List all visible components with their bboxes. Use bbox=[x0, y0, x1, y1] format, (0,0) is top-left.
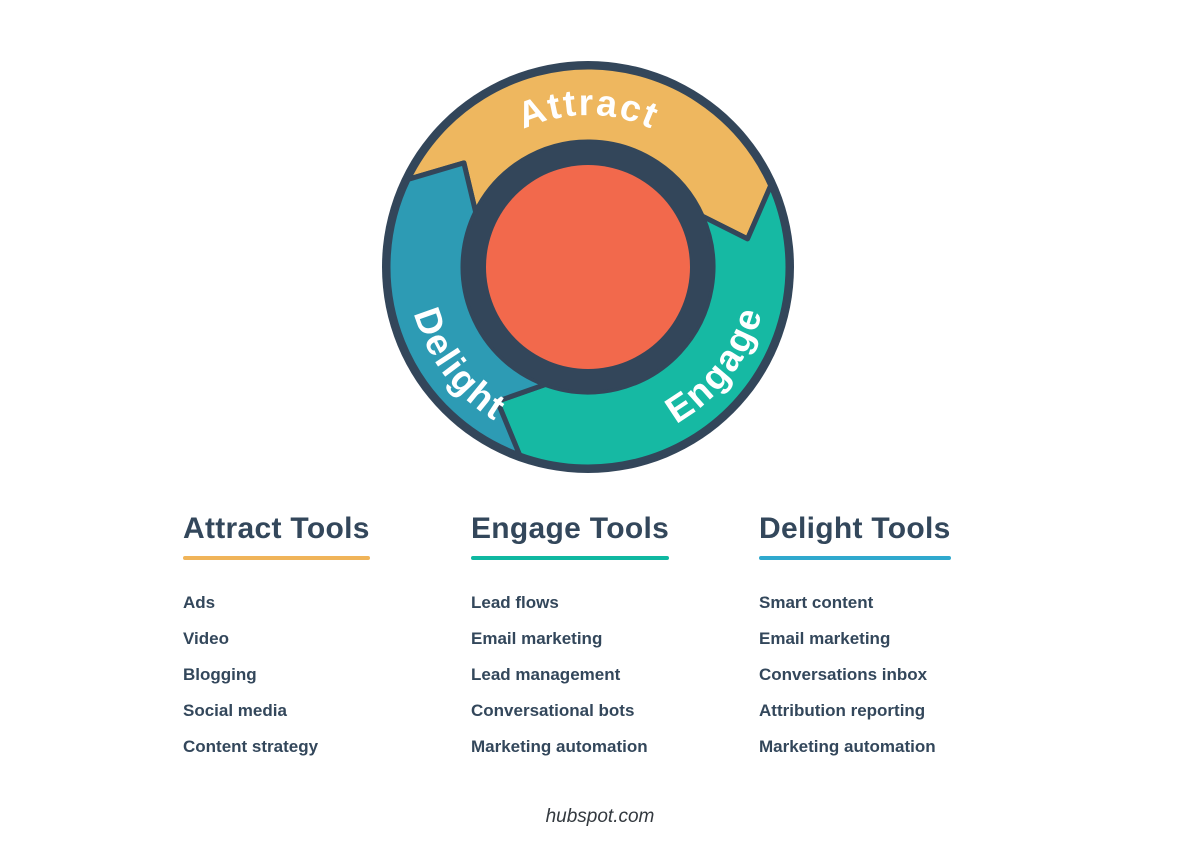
column-title: Engage Tools bbox=[471, 512, 670, 545]
tool-item: Lead flows bbox=[471, 593, 559, 612]
segment-attract bbox=[405, 64, 774, 242]
column-title: Attract Tools bbox=[183, 512, 370, 545]
column-underline bbox=[183, 556, 370, 560]
engage-tools-list: Lead flows Email marketing Lead manageme… bbox=[471, 593, 719, 757]
tools-columns: Attract Tools Ads Video Blogging Social … bbox=[183, 512, 1007, 773]
tool-item: Social media bbox=[183, 701, 287, 720]
tool-item: Email marketing bbox=[471, 629, 603, 648]
delight-tools-column: Delight Tools Smart content Email market… bbox=[759, 512, 1007, 773]
tool-item: Ads bbox=[183, 593, 216, 612]
attract-tools-column: Attract Tools Ads Video Blogging Social … bbox=[183, 512, 431, 773]
column-underline bbox=[471, 556, 670, 560]
engage-tools-column: Engage Tools Lead flows Email marketing … bbox=[471, 512, 719, 773]
attract-tools-list: Ads Video Blogging Social media Content … bbox=[183, 593, 431, 757]
delight-tools-header: Delight Tools bbox=[759, 512, 951, 560]
tool-item: Content strategy bbox=[183, 737, 319, 756]
column-underline bbox=[759, 556, 951, 560]
segment-engage bbox=[494, 183, 791, 470]
tool-item: Video bbox=[183, 629, 229, 648]
flywheel-svg: Attract Engage Delight bbox=[382, 61, 794, 473]
source-credit: hubspot.com bbox=[545, 806, 655, 827]
tool-item: Lead management bbox=[471, 665, 621, 684]
tool-item: Blogging bbox=[183, 665, 257, 684]
engage-tools-header: Engage Tools bbox=[471, 512, 670, 560]
tool-item: Conversations inbox bbox=[759, 665, 928, 684]
segment-delight bbox=[385, 160, 548, 458]
wheel-center bbox=[486, 165, 690, 369]
tool-item: Smart content bbox=[759, 593, 874, 612]
tool-item: Attribution reporting bbox=[759, 701, 926, 720]
tool-item: Marketing automation bbox=[759, 737, 936, 756]
column-title: Delight Tools bbox=[759, 512, 951, 545]
attract-tools-header: Attract Tools bbox=[183, 512, 370, 560]
tool-item: Conversational bots bbox=[471, 701, 635, 720]
tool-item: Email marketing bbox=[759, 629, 891, 648]
flywheel-diagram: Attract Engage Delight bbox=[373, 52, 803, 482]
tool-item: Marketing automation bbox=[471, 737, 648, 756]
delight-tools-list: Smart content Email marketing Conversati… bbox=[759, 593, 1007, 757]
